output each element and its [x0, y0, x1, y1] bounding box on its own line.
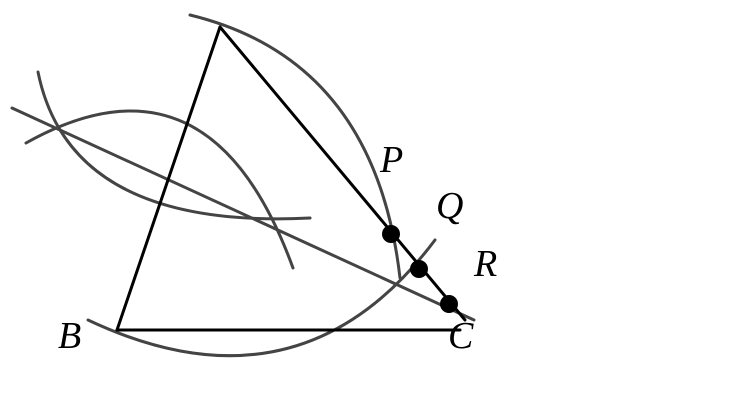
point-r — [440, 295, 458, 313]
label-b: B — [58, 315, 81, 357]
bisector-arc-left — [36, 70, 312, 221]
label-c: C — [448, 315, 474, 357]
side-ac — [218, 25, 467, 322]
bisector-line — [10, 106, 476, 322]
point-p — [382, 225, 400, 243]
label-r: R — [473, 243, 497, 285]
arc-centered-a-through-c — [86, 238, 437, 358]
arc-centered-b-through-a — [188, 13, 402, 280]
label-p: P — [379, 139, 403, 181]
label-q: Q — [436, 185, 463, 227]
point-q — [410, 260, 428, 278]
bisector-arc-right — [24, 109, 295, 270]
side-ab — [115, 25, 222, 332]
